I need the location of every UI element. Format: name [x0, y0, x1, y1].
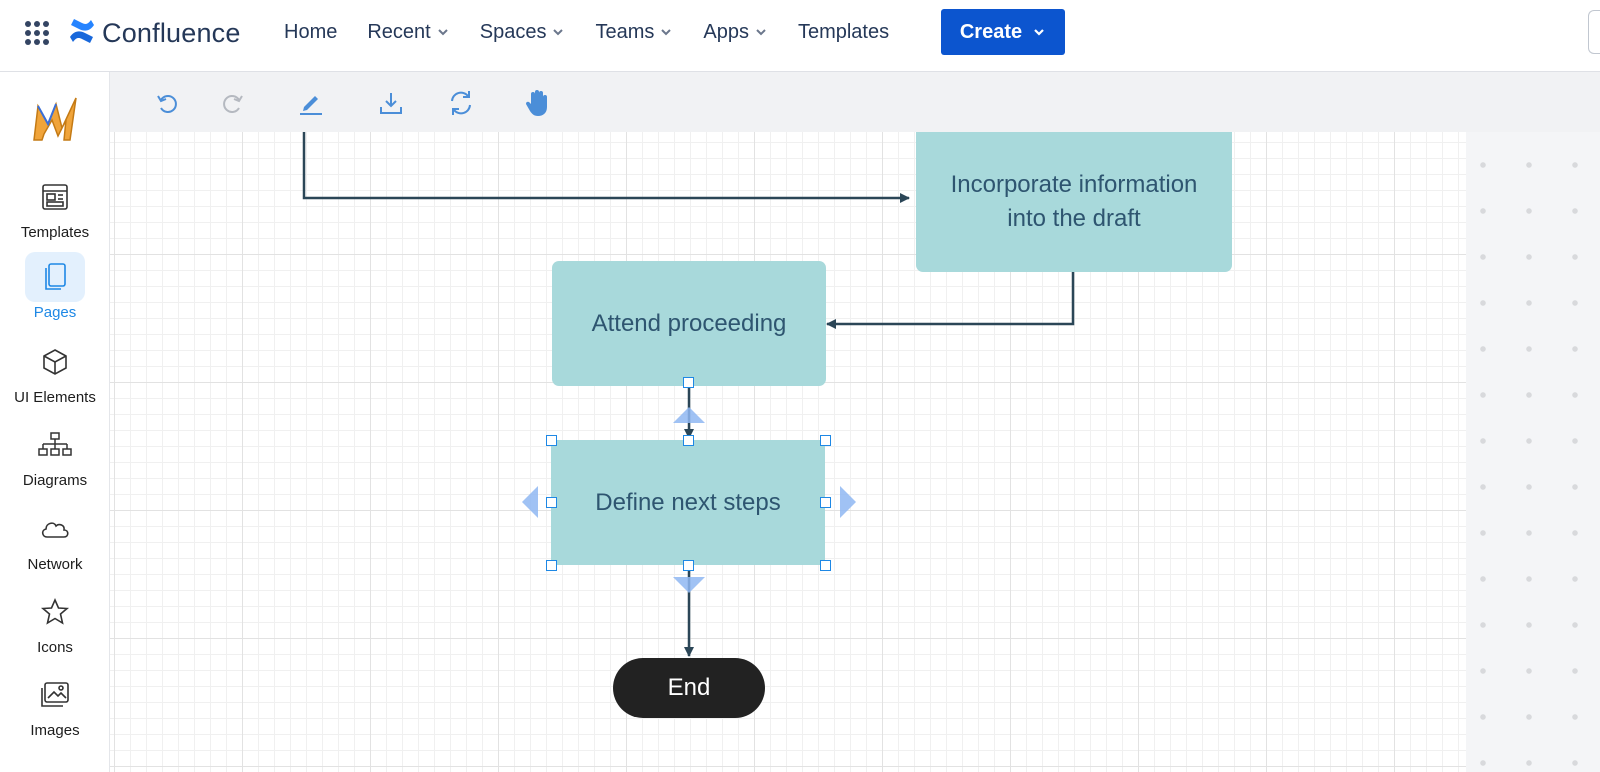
node-label: End: [667, 674, 711, 701]
redo-button[interactable]: [218, 88, 248, 118]
confluence-logo-icon: [68, 18, 96, 49]
node-label: Incorporate information into the draft: [950, 171, 1198, 232]
templates-icon: [25, 172, 85, 222]
sidebar-item-label: Templates: [20, 224, 90, 241]
redo-icon: [223, 95, 243, 113]
sidebar-item-images[interactable]: Images: [0, 670, 110, 739]
chevron-down-icon: [438, 29, 448, 36]
connector-to-incorporate: [302, 132, 910, 203]
undo-button[interactable]: [152, 88, 182, 118]
search-input[interactable]: [1588, 10, 1600, 54]
node-label: Attend proceeding: [591, 309, 787, 337]
undo-icon: [157, 95, 177, 113]
diagram-canvas[interactable]: Incorporate information into the draft A…: [110, 132, 1466, 772]
quick-connect-left-arrow-icon[interactable]: [522, 486, 538, 518]
resize-handle-top-right[interactable]: [820, 435, 831, 446]
sidebar-item-label: Network: [27, 556, 83, 573]
node-label: Define next steps: [595, 488, 781, 516]
app-logo-icon: [30, 94, 82, 146]
nav-apps-label: Apps: [703, 20, 749, 43]
sidebar-item-ui-elements[interactable]: UI Elements: [0, 337, 110, 406]
pages-icon: [25, 252, 85, 302]
quick-connect-down-arrow-icon[interactable]: [673, 577, 705, 593]
quick-connect-right-arrow-icon[interactable]: [840, 486, 856, 518]
main-nav: Home Recent Spaces Teams Apps Templates: [284, 0, 919, 64]
sidebar-item-pages[interactable]: Pages: [0, 252, 110, 321]
sidebar-item-network[interactable]: Network: [0, 504, 110, 573]
resize-handle-left[interactable]: [546, 497, 557, 508]
app-switcher-icon[interactable]: [24, 20, 50, 46]
cube-icon: [25, 337, 85, 387]
sidebar-item-label: Diagrams: [22, 472, 88, 489]
nav-teams-label: Teams: [595, 20, 655, 43]
sidebar-item-label: Icons: [37, 639, 73, 656]
top-navigation-bar: Confluence Home Recent Spaces Teams Apps…: [0, 0, 1600, 72]
image-icon: [25, 670, 85, 720]
nav-apps[interactable]: Apps: [703, 21, 768, 44]
nav-recent-label: Recent: [367, 20, 431, 43]
cloud-icon: [25, 504, 85, 554]
chevron-down-icon: [756, 29, 766, 36]
nav-spaces-label: Spaces: [479, 20, 547, 43]
sidebar-item-label: UI Elements: [14, 389, 96, 406]
edit-button[interactable]: [296, 88, 326, 118]
download-icon: [380, 93, 402, 114]
sidebar-item-label: Pages: [33, 304, 77, 321]
hierarchy-icon: [25, 420, 85, 470]
brand-name: Confluence: [102, 17, 241, 48]
left-sidebar: Templates Pages UI Elements Diagrams: [0, 72, 110, 772]
resize-handle-bottom-left[interactable]: [546, 560, 557, 571]
refresh-button[interactable]: [446, 88, 476, 118]
nav-home[interactable]: Home: [284, 21, 337, 44]
sidebar-item-diagrams[interactable]: Diagrams: [0, 420, 110, 489]
chevron-down-icon: [661, 29, 672, 36]
node-end-terminator[interactable]: End: [613, 658, 765, 718]
node-incorporate-information[interactable]: Incorporate information into the draft: [916, 132, 1232, 272]
node-attend-proceeding[interactable]: Attend proceeding: [552, 261, 826, 386]
refresh-icon: [451, 91, 471, 115]
resize-handle-top[interactable]: [683, 435, 694, 446]
resize-handle-right[interactable]: [820, 497, 831, 508]
download-button[interactable]: [376, 88, 406, 118]
diagram-toolbar: [110, 72, 1600, 132]
node-define-next-steps[interactable]: Define next steps: [551, 440, 825, 565]
nav-recent[interactable]: Recent: [367, 21, 449, 44]
connector-incorporate-to-attend: [826, 272, 1075, 329]
sidebar-item-templates[interactable]: Templates: [0, 172, 110, 241]
quick-connect-up-arrow-icon[interactable]: [673, 407, 705, 423]
resize-handle-top-left[interactable]: [546, 435, 557, 446]
create-button[interactable]: Create: [941, 9, 1065, 55]
resize-handle-bottom[interactable]: [683, 560, 694, 571]
sidebar-item-icons[interactable]: Icons: [0, 587, 110, 656]
chevron-down-icon: [1034, 29, 1044, 36]
canvas-margin-area: [1466, 132, 1600, 772]
create-button-label: Create: [959, 20, 1023, 43]
pencil-icon: [300, 96, 322, 115]
star-icon: [25, 587, 85, 637]
nav-spaces[interactable]: Spaces: [480, 21, 566, 44]
resize-handle-bottom-right[interactable]: [820, 560, 831, 571]
confluence-logo[interactable]: Confluence: [68, 16, 241, 50]
hand-icon: [525, 90, 547, 116]
connector-endpoint-handle[interactable]: [683, 377, 694, 388]
nav-home-label: Home: [284, 20, 338, 43]
nav-templates-label: Templates: [797, 20, 890, 43]
sidebar-item-label: Images: [30, 722, 80, 739]
nav-templates[interactable]: Templates: [798, 21, 889, 44]
nav-teams[interactable]: Teams: [595, 21, 673, 44]
pan-button[interactable]: [522, 88, 552, 118]
chevron-down-icon: [553, 29, 564, 36]
